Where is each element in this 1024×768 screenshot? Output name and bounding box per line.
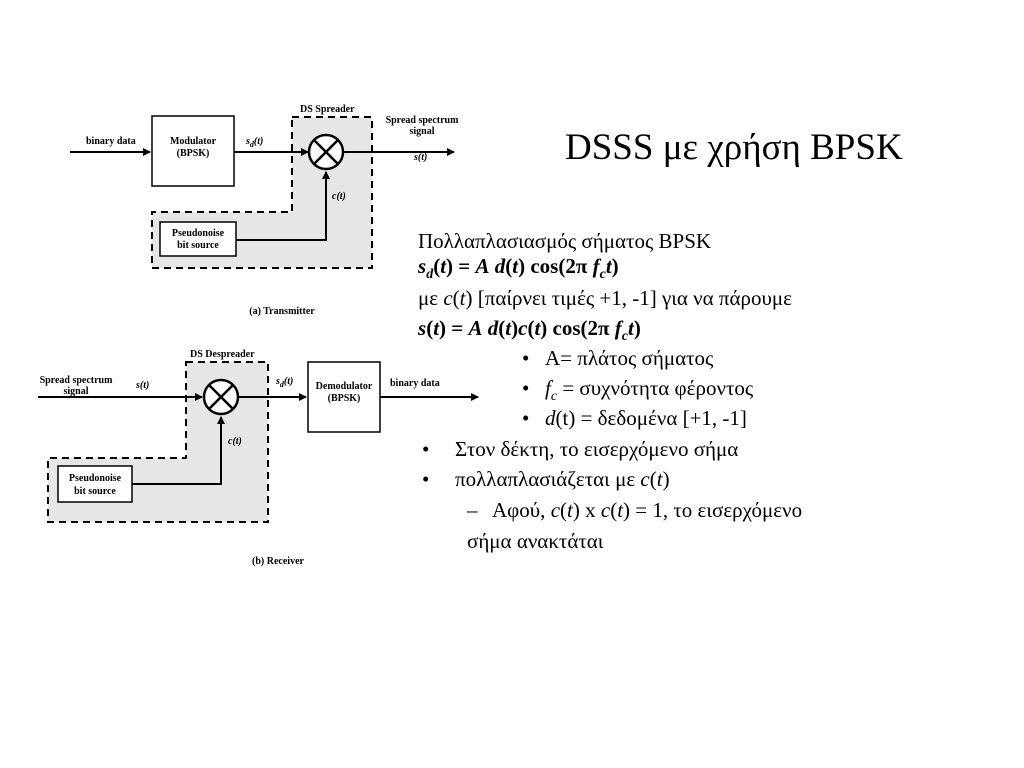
with-ct-line: με c(t) [παίρνει τιμές +1, -1] για να πά… [418, 286, 792, 310]
bullet-dot: • [422, 437, 430, 461]
dash-line-1: Αφού, c(t) x c(t) = 1, το εισερχόμενο [492, 498, 803, 522]
slide-title: DSSS με χρήση BPSK [565, 127, 903, 168]
rx-ct-path [132, 416, 225, 485]
rx-multiplier [202, 378, 240, 416]
dash-mark: – [467, 498, 478, 522]
tx-pn-label-1: Pseudonoise [172, 228, 225, 239]
tx-ct-path [236, 171, 330, 241]
ds-block-diagram: DS Spreader binary data Modulator (BPSK)… [0, 100, 518, 574]
tx-sd-label: sd(t) [245, 136, 263, 149]
tx-multiplier [307, 133, 345, 171]
bullet-dot: • [522, 346, 530, 370]
bullet-dot: • [522, 376, 530, 400]
modulator-box [151, 115, 235, 187]
intro-line: Πολλαπλασιασμός σήματος BPSK [418, 229, 712, 253]
rx-ss-signal-label-1: Spread spectrum [40, 375, 114, 386]
demodulator-label: Demodulator [316, 381, 373, 392]
tx-ss-signal-label-2: signal [409, 126, 434, 137]
receiver-caption: (b) Receiver [252, 556, 304, 567]
sd-equation: sd(t) = A d(t) cos(2π fct) [418, 254, 619, 283]
transmitter-caption: (a) Transmitter [249, 306, 315, 317]
bullet-dot: • [422, 467, 430, 491]
rx-binary-data-label: binary data [390, 378, 440, 389]
tx-st-label: s(t) [413, 152, 427, 163]
demodulator-sub-label: (BPSK) [328, 393, 361, 404]
bullet-data: d(t) = δεδομένα [+1, -1] [545, 406, 747, 430]
bullet-dot: • [522, 406, 530, 430]
rx-pn-label-2: bit source [74, 486, 116, 497]
tx-pn-label-2: bit source [177, 240, 219, 251]
tx-ct-label: c(t) [332, 191, 346, 202]
bullet-carrier-frequency: fc = συχνότητα φέροντος [545, 376, 754, 405]
rx-st-label: s(t) [135, 380, 149, 391]
tx-pn-source-box [159, 221, 237, 257]
s-equation: s(t) = A d(t)c(t) cos(2π fct) [418, 316, 641, 345]
rx-sd-label: sd(t) [275, 376, 293, 389]
bullet-multiplied: πολλαπλασιάζεται με c(t) [455, 467, 670, 491]
tx-binary-data-label: binary data [86, 136, 136, 147]
ds-despreader-label: DS Despreader [190, 349, 255, 360]
rx-ct-label: c(t) [228, 436, 242, 447]
modulator-label: Modulator [170, 136, 217, 147]
bullet-amplitude: A= πλάτος σήματος [545, 346, 714, 370]
tx-ss-signal-label-1: Spread spectrum [386, 115, 460, 126]
rx-pn-label-1: Pseudonoise [69, 473, 122, 484]
rx-ss-signal-label-2: signal [63, 386, 88, 397]
modulator-sub-label: (BPSK) [177, 148, 210, 159]
bullet-receiver: Στον δέκτη, το εισερχόμενο σήμα [455, 437, 739, 461]
block-diagram-svg: DS Spreader binary data Modulator (BPSK)… [38, 104, 479, 567]
demodulator-box [307, 361, 381, 433]
dash-line-2: σήμα ανακτάται [467, 529, 604, 553]
ds-spreader-label: DS Spreader [300, 104, 355, 115]
